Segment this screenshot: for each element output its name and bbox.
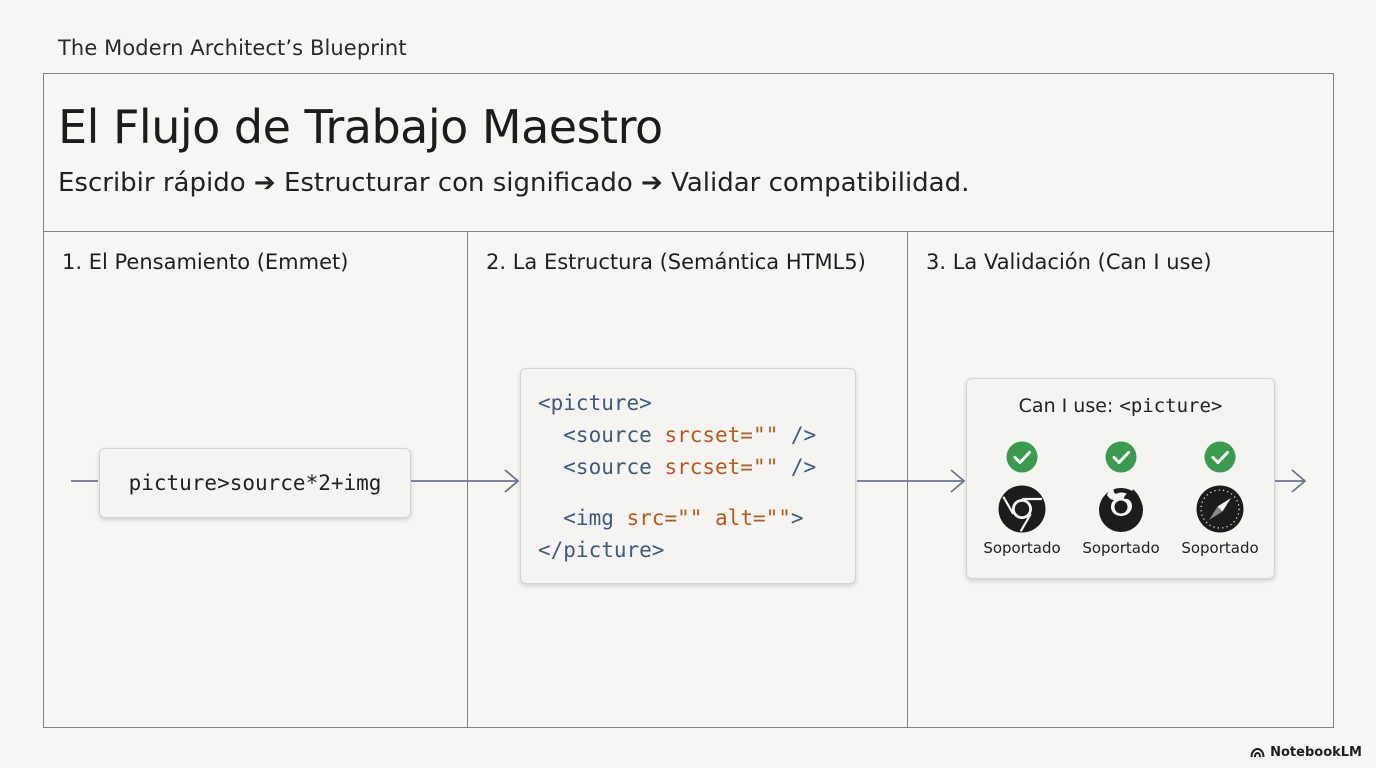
code-attr: srcset="": [664, 455, 779, 479]
arrow-head: [1291, 469, 1307, 493]
safari-icon: [1196, 485, 1244, 533]
code-tag: <source: [538, 423, 665, 447]
check-icon: [1105, 441, 1137, 473]
code-line: <img src="" alt="">: [538, 502, 855, 534]
caniuse-title-code: <picture>: [1119, 395, 1223, 417]
code-line: <picture>: [538, 387, 855, 419]
code-tag: <source: [538, 455, 665, 479]
check-icon: [1204, 441, 1236, 473]
browser-support-label: Soportado: [1082, 539, 1160, 557]
code-attr: srcset="": [664, 423, 779, 447]
browser-support-label: Soportado: [1181, 539, 1259, 557]
diagram-frame: El Flujo de Trabajo Maestro Escribir ráp…: [43, 73, 1334, 728]
column-emmet: 1. El Pensamiento (Emmet) picture>source…: [44, 232, 468, 727]
code-line: </picture>: [538, 534, 855, 566]
emmet-card: picture>source*2+img: [99, 448, 411, 518]
chrome-icon: [998, 485, 1046, 533]
arrow-head: [950, 469, 966, 493]
caniuse-card: Can I use: <picture> Soportado: [966, 378, 1275, 579]
column-structure: 2. La Estructura (Semántica HTML5) <pict…: [468, 232, 908, 727]
code-tag: <picture>: [538, 391, 652, 415]
browser-firefox: Soportado: [1071, 441, 1171, 557]
code-tag: >: [790, 506, 804, 530]
code-tag: </picture>: [538, 538, 665, 562]
column-validation: 3. La Validación (Can I use) Can I use: …: [908, 232, 1333, 727]
browser-safari: Soportado: [1170, 441, 1270, 557]
caniuse-title-prefix: Can I use:: [1018, 395, 1120, 417]
caniuse-title: Can I use: <picture>: [967, 395, 1274, 417]
browser-chrome: Soportado: [972, 441, 1072, 557]
firefox-icon: [1099, 488, 1143, 532]
code-tag: />: [778, 423, 817, 447]
notebooklm-logo-icon: [1250, 747, 1265, 758]
brand-name: NotebookLM: [1270, 745, 1362, 760]
page-title: El Flujo de Trabajo Maestro: [58, 100, 663, 154]
arrow-head: [504, 469, 520, 493]
header: El Flujo de Trabajo Maestro Escribir ráp…: [44, 74, 1333, 232]
column-title-emmet: 1. El Pensamiento (Emmet): [62, 250, 349, 274]
code-attr: alt="": [715, 506, 791, 530]
code-line: <source srcset="" />: [538, 419, 855, 451]
brand-watermark: NotebookLM: [1250, 745, 1362, 760]
code-line: <source srcset="" />: [538, 451, 855, 483]
code-card: <picture> <source srcset="" /> <source s…: [520, 368, 856, 584]
top-label: The Modern Architect’s Blueprint: [58, 36, 407, 60]
code-attr: src="": [626, 506, 703, 530]
code-tag: />: [778, 455, 817, 479]
check-icon: [1006, 441, 1038, 473]
page-subtitle: Escribir rápido ➔ Estructurar con signif…: [58, 168, 970, 198]
browser-support-label: Soportado: [983, 539, 1061, 557]
code-tag: <img: [538, 506, 627, 530]
column-title-structure: 2. La Estructura (Semántica HTML5): [486, 250, 866, 274]
column-title-validation: 3. La Validación (Can I use): [926, 250, 1212, 274]
